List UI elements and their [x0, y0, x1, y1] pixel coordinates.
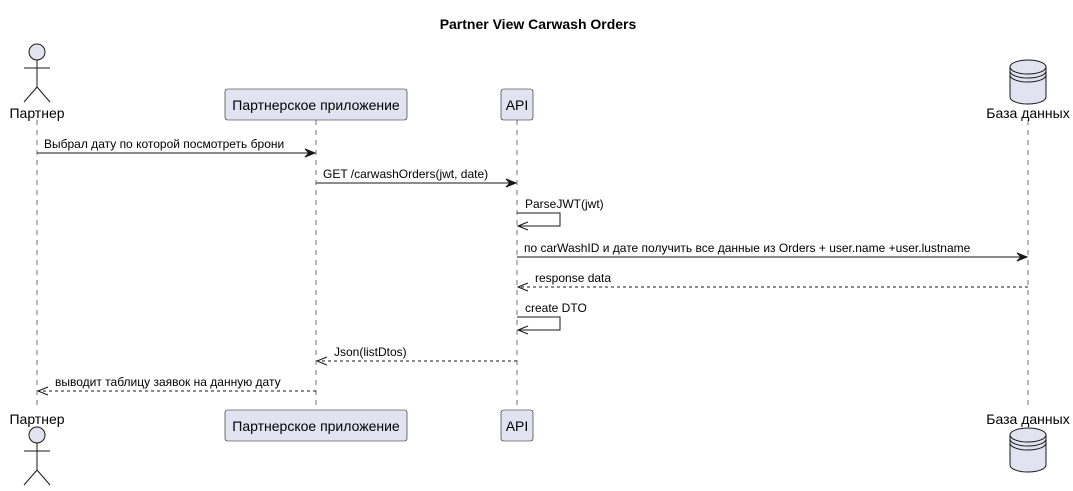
participant-box-app-top: Партнерское приложение — [224, 88, 408, 121]
participant-box-api-bottom: API — [500, 409, 534, 442]
participant-label-api-bottom: API — [506, 418, 529, 434]
participants-top: Партнер Партнерское приложение API База дан… — [9, 43, 1070, 121]
database-icon-db-bottom — [1009, 427, 1047, 473]
participant-label-api-top: API — [506, 97, 529, 113]
message-label: response data — [535, 271, 611, 285]
participant-label-app-top: Партнерское приложение — [232, 97, 400, 113]
participant-label-db-bottom: База данных — [986, 411, 1069, 427]
diagram-title: Partner View Carwash Orders — [440, 16, 637, 32]
lifelines — [36, 120, 1029, 410]
arrowhead-icon — [315, 356, 328, 366]
participant-label-partner-bottom: Партнер — [9, 411, 64, 427]
messages: Выбрал дату по которой посмотреть брониG… — [36, 137, 1029, 396]
message-line — [517, 316, 561, 331]
actor-icon-partner-top — [23, 43, 51, 103]
arrowhead-icon — [516, 325, 529, 335]
arrowhead-icon — [36, 386, 49, 396]
message-6: create DTO — [516, 301, 587, 335]
message-4: по carWashID и дате получить все данные … — [517, 241, 1029, 262]
message-label: Json(listDtos) — [334, 345, 407, 359]
message-5: response data — [516, 271, 1028, 292]
message-label: Выбрал дату по которой посмотреть брони — [44, 137, 284, 151]
message-8: выводит таблицу заявок на данную дату — [36, 375, 316, 396]
message-label: выводит таблицу заявок на данную дату — [55, 375, 281, 389]
database-icon-db-top — [1009, 59, 1047, 105]
participant-label-db-top: База данных — [986, 105, 1069, 121]
message-label: по carWashID и дате получить все данные … — [524, 241, 971, 255]
message-2: GET /carwashOrders(jwt, date) — [316, 167, 518, 188]
message-label: ParseJWT(jwt) — [525, 197, 604, 211]
participant-label-app-bottom: Партнерское приложение — [232, 418, 400, 434]
message-label: create DTO — [525, 301, 587, 315]
participant-box-app-bottom: Партнерское приложение — [224, 409, 408, 442]
message-7: Json(listDtos) — [315, 345, 517, 366]
arrowhead-icon — [304, 148, 317, 158]
message-3: ParseJWT(jwt) — [516, 197, 604, 231]
arrowhead-icon — [516, 221, 529, 231]
participant-label-partner-top: Партнер — [9, 105, 64, 121]
arrowhead-icon — [505, 178, 518, 188]
message-1: Выбрал дату по которой посмотреть брони — [37, 137, 317, 158]
participants-bottom: Партнер Партнерское приложение API База дан… — [9, 409, 1070, 486]
arrowhead-icon — [1016, 252, 1029, 262]
actor-icon-partner-bottom — [23, 426, 51, 486]
arrowhead-icon — [516, 282, 529, 292]
message-line — [517, 212, 561, 227]
message-label: GET /carwashOrders(jwt, date) — [323, 167, 488, 181]
participant-box-api-top: API — [500, 88, 534, 121]
